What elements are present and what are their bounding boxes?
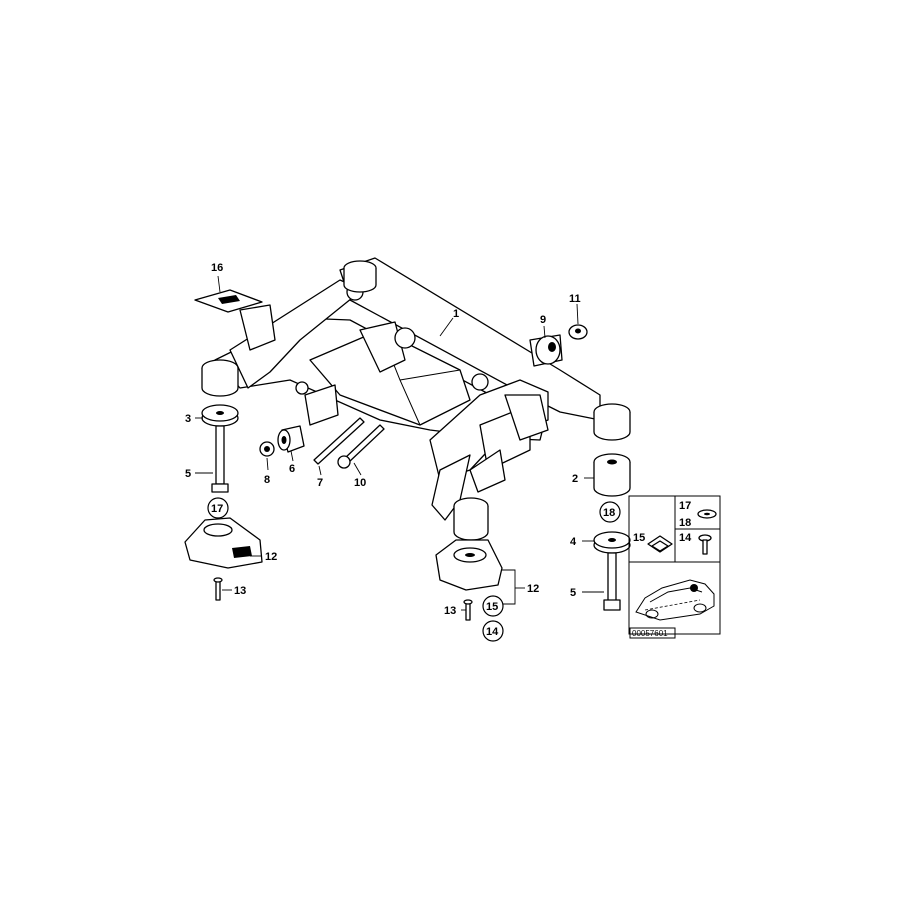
label-5-right: 5 xyxy=(570,587,576,599)
axle-carrier xyxy=(201,257,631,541)
circled-labels: 17 18 15 14 xyxy=(207,497,621,642)
inset-clip-nut xyxy=(647,535,673,553)
car-location-icon xyxy=(635,579,715,621)
label-9: 9 xyxy=(540,314,546,326)
inset-label-15: 15 xyxy=(633,532,645,544)
part-4-washer xyxy=(593,531,631,554)
label-7: 7 xyxy=(317,477,323,489)
part-13-screw-left xyxy=(213,577,223,601)
circle-label-14: 14 xyxy=(486,626,499,638)
circle-label-17: 17 xyxy=(211,503,223,515)
part-7-stud xyxy=(313,417,365,465)
part-13-screw-right xyxy=(463,599,473,621)
circle-label-15: 15 xyxy=(486,601,498,613)
label-13-left: 13 xyxy=(234,585,246,597)
part-6-bushing xyxy=(277,425,305,453)
label-3: 3 xyxy=(185,413,191,425)
part-12-bracket-left xyxy=(184,517,263,569)
part-8-nut xyxy=(259,441,275,457)
label-1: 1 xyxy=(453,308,459,320)
label-5-left: 5 xyxy=(185,468,191,480)
label-10: 10 xyxy=(354,477,366,489)
circle-label-18: 18 xyxy=(603,507,615,519)
inset-label-17: 17 xyxy=(679,500,691,512)
part-3-washer xyxy=(201,404,239,427)
part-5-bolt-right xyxy=(603,552,621,611)
inset-screw xyxy=(698,534,712,555)
label-2: 2 xyxy=(572,473,578,485)
part-10-bolt xyxy=(337,424,385,469)
part-5-bolt-left xyxy=(211,425,229,493)
inset-washer xyxy=(697,509,717,519)
part-11-nut xyxy=(568,324,588,340)
inset-label-18: 18 xyxy=(679,517,691,529)
part-12-bracket-right xyxy=(435,539,503,591)
label-12-left: 12 xyxy=(265,551,277,563)
label-12-right: 12 xyxy=(527,583,539,595)
label-4: 4 xyxy=(570,536,577,548)
part-2-rubber-mount xyxy=(593,453,631,497)
label-6: 6 xyxy=(289,463,295,475)
label-11: 11 xyxy=(569,293,581,305)
reference-code-text: 00057601 xyxy=(632,629,668,638)
part-number-labels: 16 1 9 11 3 5 8 6 7 10 2 4 5 12 13 12 13 xyxy=(185,262,581,617)
label-8: 8 xyxy=(264,474,270,486)
part-16-plate xyxy=(194,289,263,313)
inset-label-14: 14 xyxy=(679,532,692,544)
inset-panel: 17 18 15 14 xyxy=(628,495,721,635)
leader-lines xyxy=(195,275,604,611)
label-13-right: 13 xyxy=(444,605,456,617)
label-16: 16 xyxy=(211,262,223,274)
reference-code: 00057601 xyxy=(629,627,676,639)
part-9-bushing xyxy=(529,334,563,367)
